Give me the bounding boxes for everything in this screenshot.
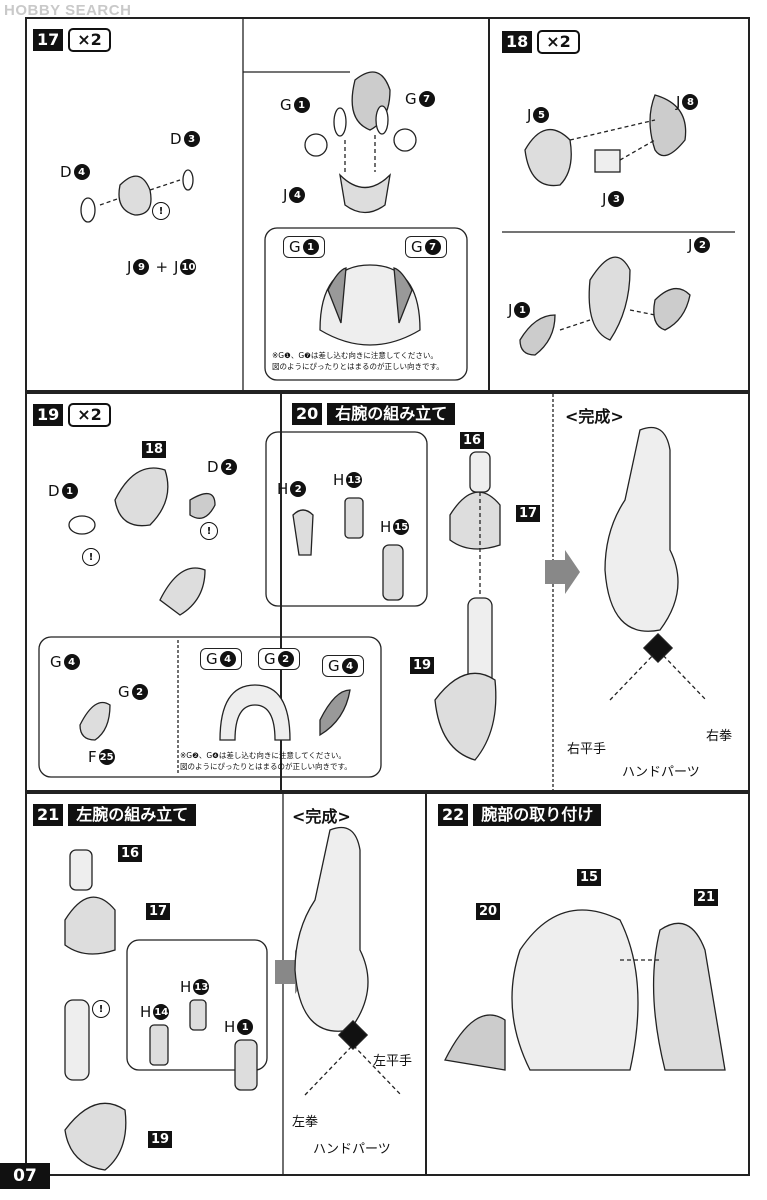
- caution-icon: !: [200, 522, 218, 540]
- step-number: 21: [33, 804, 64, 826]
- quantity-badge: ×2: [68, 28, 111, 52]
- label-hand-parts: ハンドパーツ: [622, 765, 700, 780]
- step-ref-17: 17: [516, 505, 541, 522]
- step-ref-20: 20: [476, 903, 501, 920]
- step-number: 17: [33, 29, 64, 51]
- step-18-header: 18 ×2: [502, 30, 580, 54]
- caution-icon: !: [82, 548, 100, 566]
- label-left-open-hand: 左平手: [373, 1054, 413, 1069]
- step-ref-19: 19: [410, 657, 435, 674]
- step-number: 20: [292, 403, 323, 425]
- quantity-badge: ×2: [537, 30, 580, 54]
- step-number: 22: [438, 804, 469, 826]
- step-22-header: 22 腕部の取り付け: [438, 804, 602, 826]
- step-ref-16: 16: [460, 432, 485, 449]
- panel-step-20: [280, 392, 750, 792]
- step-ref-18: 18: [142, 441, 167, 458]
- panel-step-17: [25, 17, 490, 392]
- label-left-fist: 左拳: [292, 1115, 319, 1130]
- step-number: 18: [502, 31, 533, 53]
- complete-heading: <完成>: [292, 807, 351, 826]
- step-title: 左腕の組み立て: [68, 804, 197, 826]
- step-20-header: 20 右腕の組み立て: [292, 403, 456, 425]
- quantity-badge: ×2: [68, 403, 111, 427]
- label-hand-parts: ハンドパーツ: [313, 1142, 391, 1157]
- label-right-fist: 右拳: [706, 729, 733, 744]
- panel-step-22: [425, 792, 750, 1176]
- step-ref-15: 15: [577, 869, 602, 886]
- step-ref-17: 17: [146, 903, 171, 920]
- step-19-header: 19 ×2: [33, 403, 111, 427]
- page-number: 07: [0, 1163, 50, 1189]
- step-ref-16: 16: [118, 845, 143, 862]
- step-17-header: 17 ×2: [33, 28, 111, 52]
- caution-note: ※G❶、G❼は差し込む向きに注意してください。図のようにぴったりとはまるのが正し…: [272, 351, 444, 371]
- step-ref-21: 21: [694, 889, 719, 906]
- label-right-open-hand: 右平手: [567, 742, 607, 757]
- step-21-header: 21 左腕の組み立て: [33, 804, 197, 826]
- complete-heading: <完成>: [565, 407, 624, 426]
- caution-icon: !: [92, 1000, 110, 1018]
- watermark-logo: HOBBY SEARCH: [4, 2, 132, 19]
- step-title: 腕部の取り付け: [473, 804, 602, 826]
- caution-note: ※G❷、G❹は差し込む向きに注意してください。図のようにぴったりとはまるのが正し…: [180, 751, 352, 771]
- step-title: 右腕の組み立て: [327, 403, 456, 425]
- step-number: 19: [33, 404, 64, 426]
- caution-icon: !: [152, 202, 170, 220]
- step-ref-19: 19: [148, 1131, 173, 1148]
- panel-step-21: [25, 792, 427, 1176]
